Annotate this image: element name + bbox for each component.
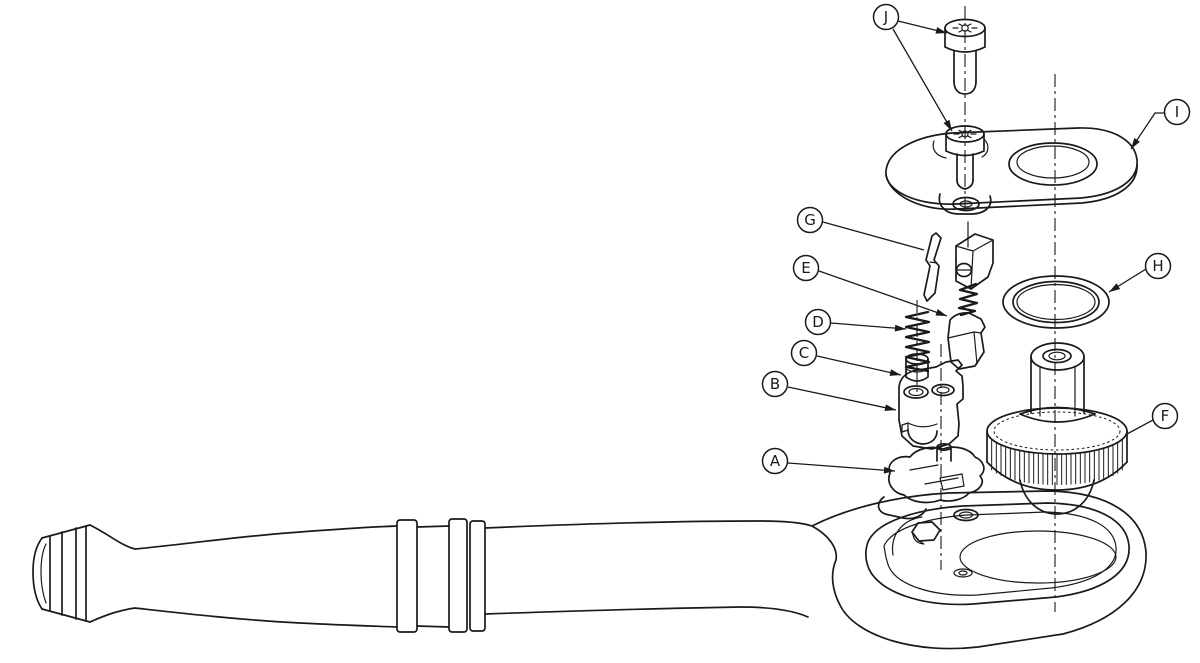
label-letter: H (1152, 257, 1163, 275)
leaf-spring-part (923, 232, 942, 302)
pawl-lower-part (947, 312, 986, 370)
handle-part (32, 518, 813, 633)
label-circle (790, 339, 818, 367)
label-letter: A (770, 452, 781, 470)
part-label-B: B (761, 370, 897, 412)
axis-lines (916, 6, 1056, 612)
pin-part (905, 353, 929, 382)
label-circle (761, 370, 789, 398)
label-letter: E (801, 259, 810, 277)
pawl-upper-part (955, 233, 994, 290)
part-label-G: G (796, 206, 925, 251)
screw-top-part (944, 18, 986, 95)
o-ring-part (1002, 275, 1110, 329)
hex-recess (911, 521, 941, 545)
screw-hole (953, 508, 979, 522)
part-label-J: J (872, 3, 953, 132)
label-letter: J (883, 8, 888, 26)
screw-drive-icon (953, 129, 977, 139)
label-circle (804, 308, 832, 336)
hidden-hole (953, 568, 973, 578)
part-label-E: E (792, 254, 948, 317)
label-circle (1163, 98, 1191, 126)
switch-block-part (898, 359, 964, 450)
pawl-spring-part (957, 282, 979, 317)
label-letter: G (804, 211, 816, 229)
label-letter: F (1161, 407, 1170, 425)
label-letter: C (799, 344, 809, 362)
label-circle (872, 3, 900, 31)
head-part (811, 490, 1147, 650)
part-label-C: C (790, 339, 902, 376)
cover-plate-part (885, 127, 1138, 215)
reverse-lever-part (877, 442, 985, 520)
part-label-I: I (1130, 98, 1191, 150)
part-labels: A B CD E F G H I J (761, 3, 1191, 475)
part-label-A: A (761, 447, 896, 475)
drive-gear-part (986, 342, 1128, 515)
label-letter: B (770, 375, 780, 393)
label-letter: I (1175, 103, 1179, 121)
part-label-H: H (1108, 252, 1172, 293)
part-label-F: F (1126, 402, 1179, 435)
label-circle (792, 254, 820, 282)
label-letter: D (812, 313, 824, 331)
label-circle (1144, 252, 1172, 280)
gear-knurl-lines (991, 439, 1123, 485)
coil-spring-part (904, 310, 931, 373)
label-circle (761, 447, 789, 475)
part-label-D: D (804, 308, 907, 336)
label-circle (1151, 402, 1179, 430)
label-circle (796, 206, 824, 234)
screw-drive-icon (952, 23, 978, 33)
